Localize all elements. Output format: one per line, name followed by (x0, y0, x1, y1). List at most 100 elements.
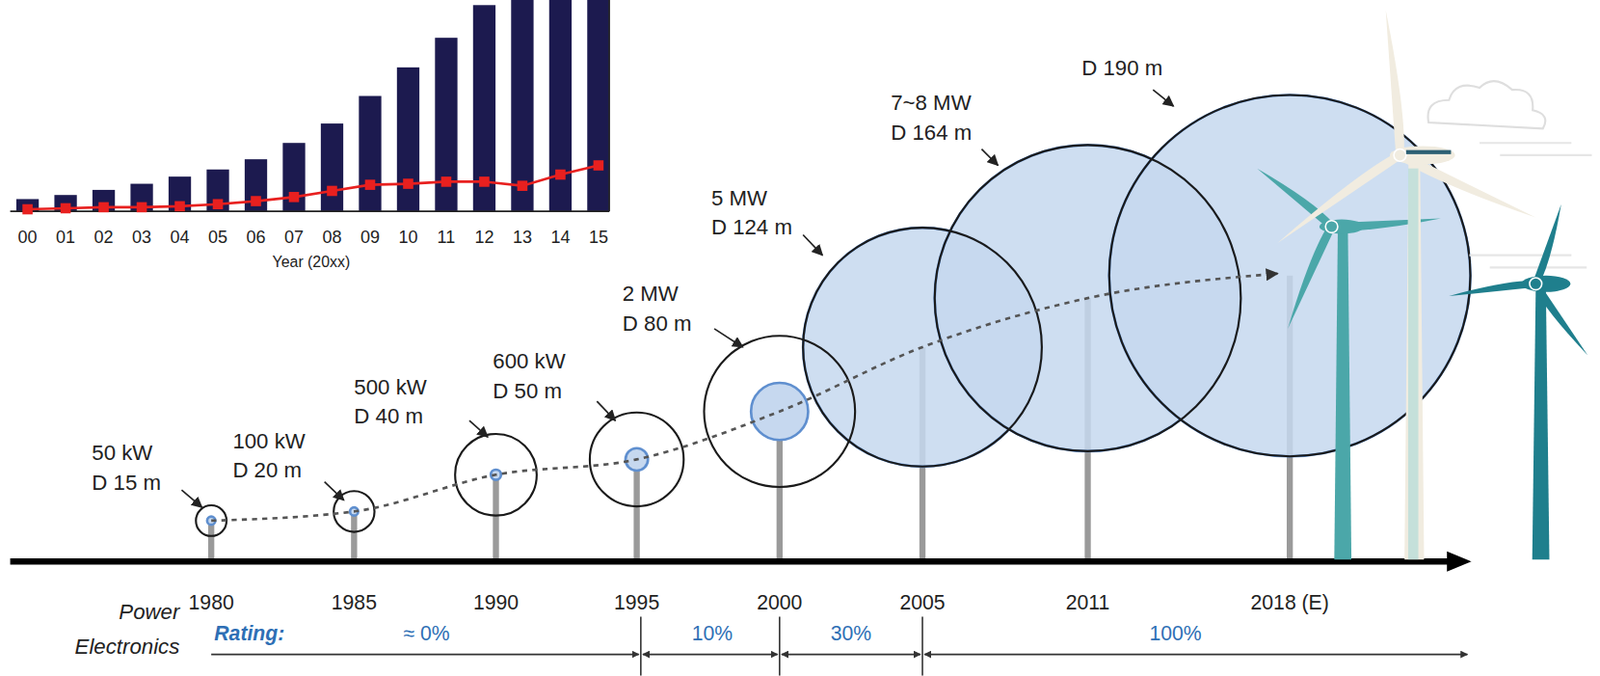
trend-marker (289, 191, 300, 203)
leader-arrow (181, 489, 202, 507)
rating-span (642, 653, 778, 656)
bar (358, 96, 381, 213)
wind-turbine (1256, 168, 1441, 560)
bar (586, 0, 610, 212)
time-axis (10, 558, 1455, 564)
trend-marker (441, 176, 453, 187)
turbine-blade (1256, 168, 1334, 230)
trend-marker (174, 201, 186, 213)
rating-value: 10% (692, 619, 733, 648)
turbine-spec: 50 kW D 15 m (91, 438, 161, 498)
turbine-spec: D 190 m (1081, 53, 1163, 84)
leader-arrow (324, 481, 345, 501)
year-tick: 03 (132, 225, 152, 250)
year-label: 1980 (188, 588, 235, 617)
hub (1325, 220, 1338, 234)
rating-span (781, 653, 921, 656)
wind-turbine (1448, 204, 1588, 560)
rating-value: 30% (830, 619, 872, 648)
rating-label: Rating: (213, 619, 285, 648)
year-tick: 13 (512, 225, 533, 250)
trend-marker (250, 195, 262, 207)
nacelle-detail (1406, 150, 1452, 155)
trend-marker (517, 180, 529, 191)
hub (1529, 277, 1543, 291)
turbine-spec: 7~8 MW D 164 m (890, 88, 972, 148)
bar (282, 142, 305, 212)
year-label: 1995 (613, 588, 660, 617)
bar (434, 37, 457, 212)
turbine-illustration (1256, 10, 1592, 560)
trend-marker (22, 204, 33, 215)
tower-pole (633, 458, 640, 561)
bar (473, 4, 496, 212)
axis-arrowhead (1446, 551, 1471, 572)
turbine-blade (1532, 204, 1562, 286)
wind-turbine (1277, 10, 1536, 560)
bar (549, 0, 572, 212)
year-label: 2000 (756, 588, 802, 617)
turbine-blade (1277, 151, 1403, 242)
turbine-blade (1386, 10, 1405, 157)
rating-value: ≈ 0% (402, 619, 450, 648)
year-tick: 10 (398, 225, 418, 250)
bar (510, 0, 534, 212)
turbine-spec: 100 kW D 20 m (232, 426, 305, 486)
bar-chart (10, 0, 611, 214)
trend-marker (593, 160, 605, 171)
year-tick: 14 (550, 225, 570, 250)
trend-marker (136, 202, 148, 214)
year-tick: 04 (170, 225, 190, 250)
leader-arrow (802, 234, 823, 255)
leader-arrow (1152, 89, 1174, 107)
year-tick: 08 (321, 225, 342, 250)
trend-marker (60, 203, 72, 214)
turbine-tower (1408, 168, 1419, 560)
year-label: 1985 (331, 588, 377, 617)
bar (320, 123, 344, 212)
year-label: 2005 (899, 588, 945, 617)
rating-span (924, 653, 1467, 656)
leader-arrow (981, 149, 998, 166)
wind-line (1468, 254, 1572, 257)
rating-span (211, 653, 640, 656)
turbine-tower (1333, 226, 1352, 560)
year-tick: 09 (360, 225, 380, 250)
wind-line (1479, 141, 1572, 144)
rotor-timeline (10, 89, 1472, 676)
row-title: Power Electronics (75, 593, 181, 663)
turbine-tower (1532, 283, 1550, 560)
trend-marker (479, 176, 490, 187)
rating-value: 100% (1149, 619, 1202, 648)
trend-marker (555, 169, 566, 181)
trend-marker (326, 186, 338, 197)
turbine-spec: 2 MW D 80 m (622, 279, 693, 339)
rating-divider (778, 615, 781, 675)
nacelle (1520, 275, 1571, 293)
cloud (1428, 80, 1547, 129)
bar (397, 67, 420, 212)
turbine-blade (1287, 225, 1335, 329)
trend-marker (213, 198, 224, 210)
wind-line (1499, 154, 1592, 157)
year-tick: 00 (18, 225, 38, 250)
year-tick: 11 (437, 225, 456, 250)
nacelle (1319, 219, 1365, 235)
tower-pole (208, 520, 214, 561)
trend-marker (402, 178, 414, 189)
leader-arrow (469, 420, 488, 437)
year-tick: 02 (94, 225, 114, 250)
year-tick: 12 (474, 225, 494, 250)
turbine-spec: 5 MW D 124 m (711, 184, 793, 243)
axis-title: Year (20xx) (272, 251, 351, 273)
bar (244, 159, 267, 212)
year-tick: 06 (245, 225, 266, 250)
turbine-spec: 500 kW D 40 m (353, 372, 427, 431)
trend-marker (98, 202, 109, 214)
nacelle (1389, 145, 1456, 164)
growth-trend (211, 273, 1278, 521)
year-tick: 15 (588, 225, 609, 250)
chart-frame (608, 0, 611, 212)
